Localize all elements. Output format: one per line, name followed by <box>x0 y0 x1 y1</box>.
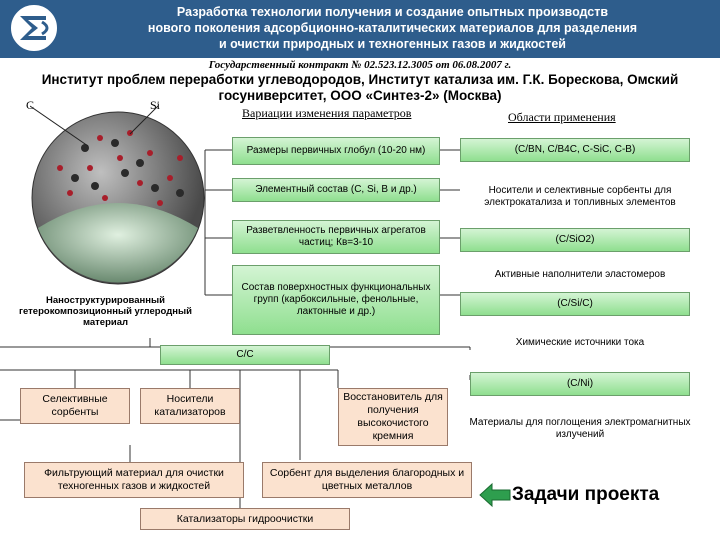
label-c: C <box>26 98 35 112</box>
title-line-1: Разработка технологии получения и создан… <box>176 5 609 19</box>
label-si: Si <box>150 98 161 112</box>
institutes: Институт проблем переработки углеводород… <box>20 72 700 104</box>
box-catalyst-carriers: Носители катализаторов <box>140 388 240 424</box>
app-elastomers: Активные наполнители эластомеров <box>494 269 666 280</box>
variations-header: Вариации изменения параметров <box>242 106 412 120</box>
header-bar <box>0 0 720 58</box>
param-surface-groups: Состав поверхностных функциональных груп… <box>232 265 440 335</box>
app-c-si-c: (C/Si/C) <box>460 292 690 316</box>
box-silicon-restorer: Восстановитель для получения высокочисто… <box>338 388 448 446</box>
box-selective-sorbents: Селективные сорбенты <box>20 388 130 424</box>
app-electrocatalysis: Носители и селективные сорбенты для элек… <box>484 185 676 208</box>
app-current-sources: Химические источники тока <box>515 337 645 348</box>
institutes-line-2: госуниверситет, ООО «Синтез-2» (Москва) <box>218 88 502 103</box>
material-caption: Наноструктурированный гетерокомпозиционн… <box>19 295 192 328</box>
cc-box: C/C <box>160 345 330 365</box>
box-metal-sorbent: Сорбент для выделения благородных и цвет… <box>262 462 472 498</box>
sigma-logo-icon <box>9 3 59 53</box>
app-c-bn: (C/BN, C/B4C, C-SiC, C-B) <box>460 138 690 162</box>
title-line-2: нового поколения адсорбционно-каталитиче… <box>147 21 638 35</box>
title-line-3: и очистки природных и техногенных газов … <box>219 37 566 51</box>
param-globule-size: Размеры первичных глобул (10-20 нм) <box>232 137 440 165</box>
box-filter-material: Фильтрующий материал для очистки техноге… <box>24 462 244 498</box>
param-element-composition: Элементный состав (C, Si, B и др.) <box>232 178 440 202</box>
app-em-absorption: Материалы для поглощения электромагнитны… <box>469 417 691 440</box>
param-aggregate-branching: Разветвленность первичных агрегатов част… <box>232 220 440 254</box>
arrow-left-icon <box>479 482 511 508</box>
carbon-material-sphere <box>30 105 205 285</box>
project-tasks-label: Задачи проекта <box>512 484 660 505</box>
applications-header: Области применения <box>508 110 616 124</box>
app-c-ni: (C/Ni) <box>470 372 690 396</box>
institutes-line-1: Институт проблем переработки углеводород… <box>41 72 679 87</box>
box-hydrotreating-catalysts: Катализаторы гидроочистки <box>140 508 350 530</box>
contract-number: Государственный контракт № 02.523.12.300… <box>208 59 512 71</box>
app-c-sio2: (C/SiO2) <box>460 228 690 252</box>
page-title: Разработка технологии получения и создан… <box>70 4 715 52</box>
